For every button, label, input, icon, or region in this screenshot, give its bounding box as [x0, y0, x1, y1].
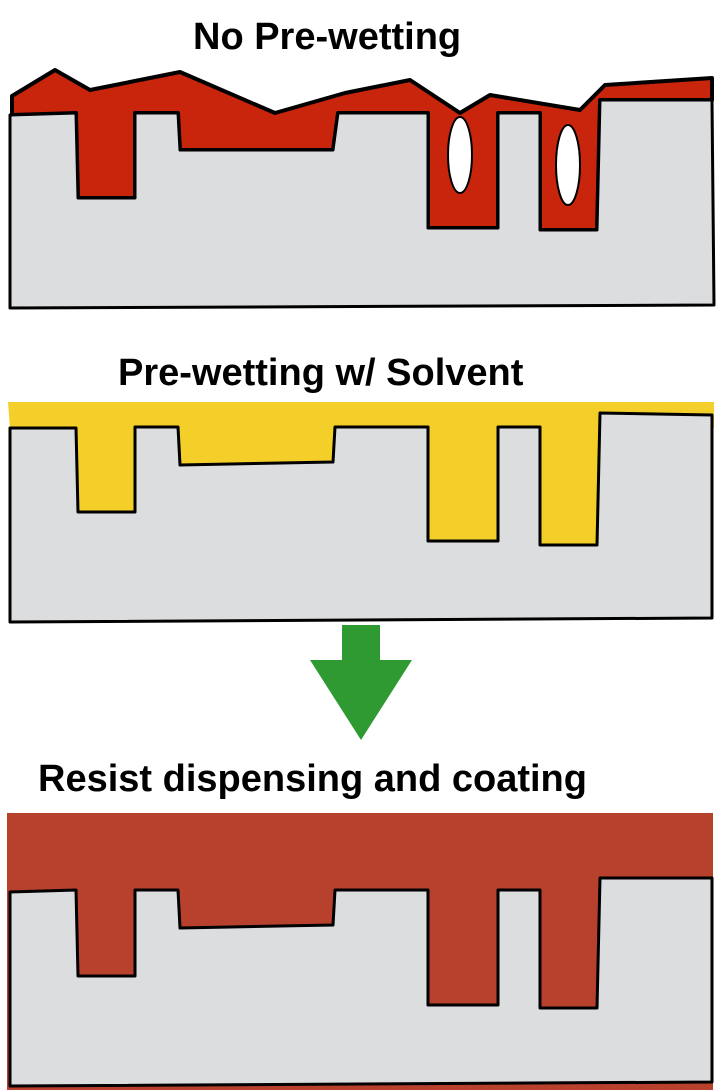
substrate-2 — [8, 411, 714, 624]
panel-title-prewetting: Pre-wetting w/ Solvent — [118, 352, 524, 394]
down-arrow-icon — [310, 625, 412, 740]
panel-title-no-prewetting: No Pre-wetting — [193, 16, 462, 58]
substrate-3 — [8, 876, 714, 1088]
air-void-1 — [447, 116, 473, 194]
panel-no-prewetting — [8, 68, 716, 310]
solvent-layer — [8, 402, 714, 545]
substrate-1 — [8, 98, 716, 310]
panel-prewetting — [8, 402, 714, 624]
panel-title-resist-coating: Resist dispensing and coating — [38, 758, 587, 800]
panel-resist-coating — [7, 813, 714, 1090]
air-void-2 — [555, 124, 581, 206]
